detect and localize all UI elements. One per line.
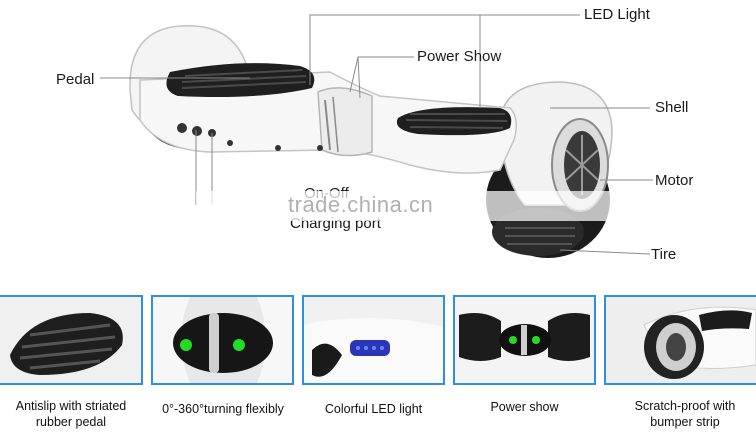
caption-antislip: Antislip with striated rubber pedal — [15, 399, 127, 429]
colorful-led-image — [302, 295, 445, 385]
caption-turning: 0°-360°turning flexibly — [162, 402, 284, 416]
feature-thumb-led — [302, 295, 445, 385]
watermark-band — [196, 191, 616, 221]
feature-thumb-antislip — [0, 295, 143, 385]
label-power-show: Power Show — [417, 48, 502, 65]
caption-power: Power show — [490, 400, 559, 414]
label-pedal: Pedal — [56, 71, 95, 88]
label-led-light: LED Light — [584, 6, 650, 23]
feature-thumb-bumper — [604, 295, 756, 385]
center-waist — [317, 87, 373, 157]
antislip-pedal-image — [0, 295, 143, 385]
label-motor: Motor — [655, 172, 694, 189]
feature-thumb-power — [453, 295, 596, 385]
bumper-strip-image — [604, 295, 756, 385]
turning-led-image — [151, 295, 294, 385]
caption-bumper: Scratch-proof with bumper strip — [634, 399, 736, 429]
label-tire: Tire — [651, 246, 677, 263]
label-shell: Shell — [655, 99, 689, 116]
hoverboard-illustration — [100, 14, 653, 258]
feature-thumb-turning — [151, 295, 294, 385]
power-show-image — [453, 295, 596, 385]
caption-led: Colorful LED light — [324, 402, 423, 416]
watermark: trade.china.cn — [288, 192, 434, 217]
